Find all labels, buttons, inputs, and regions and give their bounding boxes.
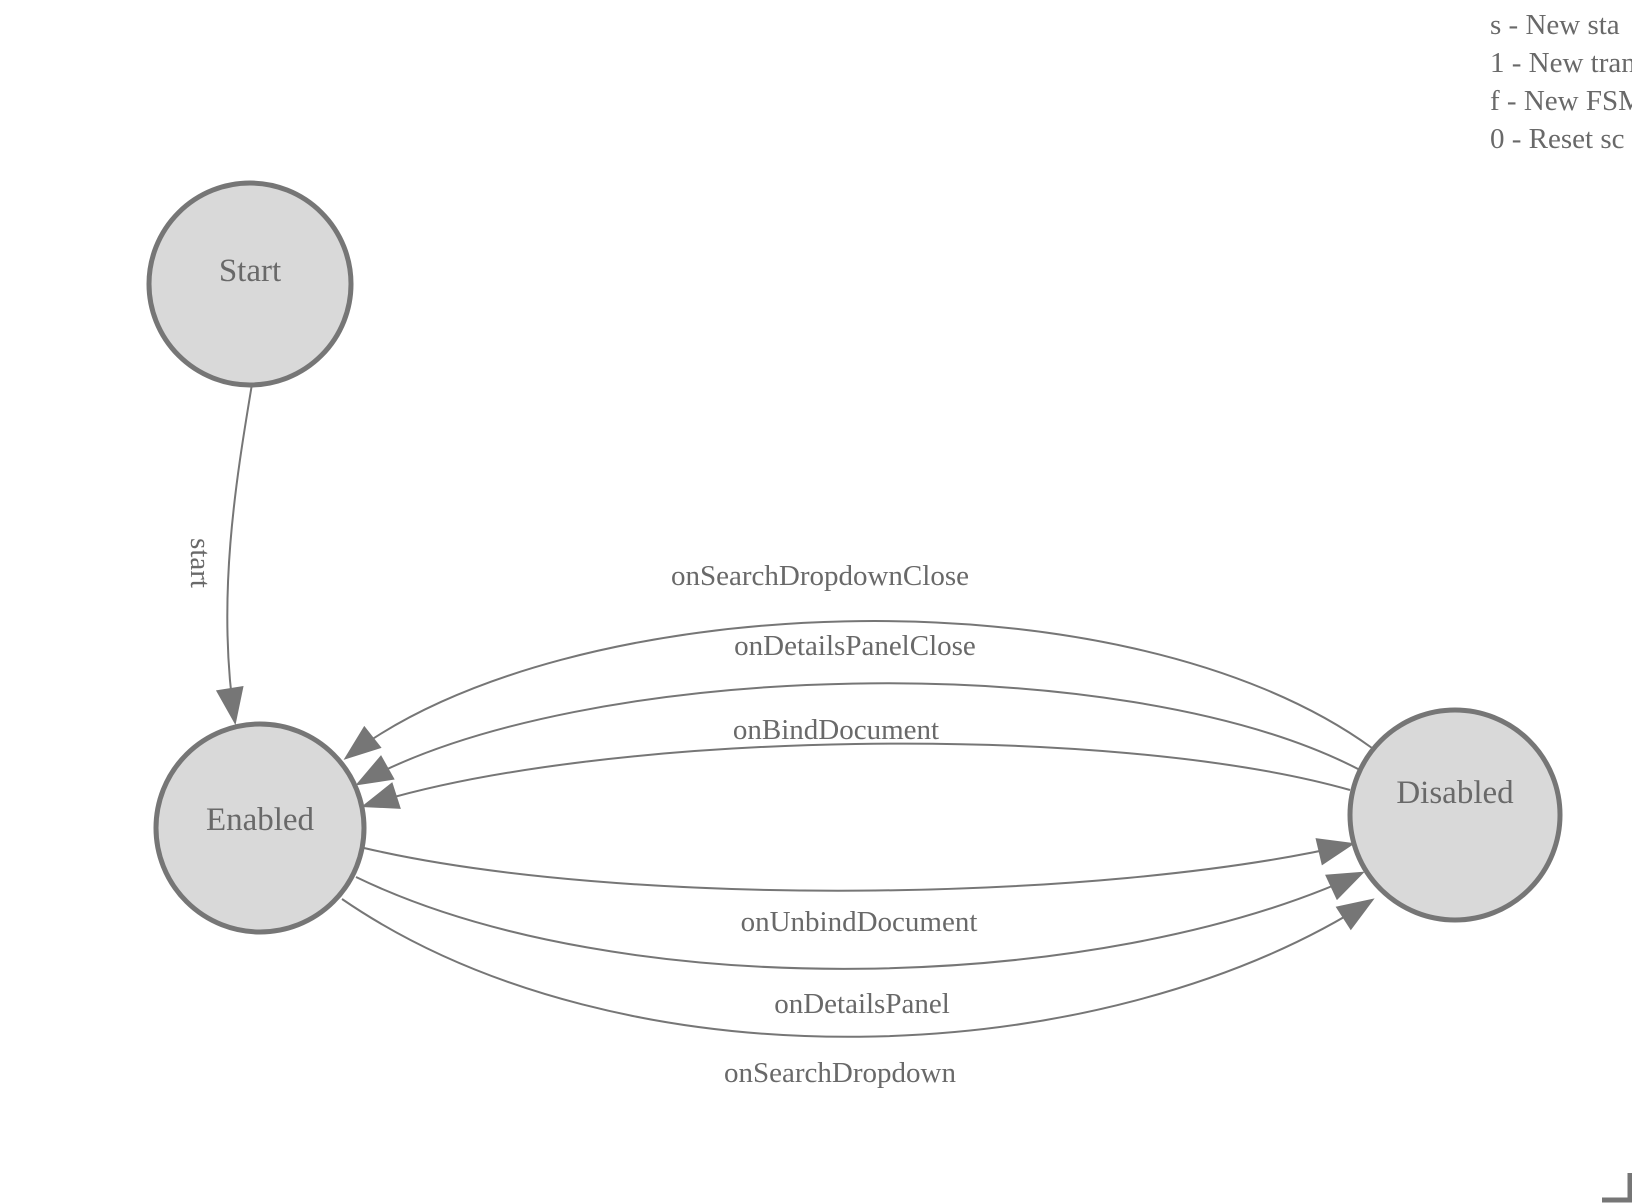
legend-line-0: 0 - Reset sc xyxy=(1490,123,1625,155)
legend-line-1: 1 - New tran xyxy=(1490,47,1632,79)
edge-on-unbind-document xyxy=(363,838,1356,892)
edge-on-search-dropdown-close xyxy=(343,620,1373,760)
edge-start xyxy=(215,383,253,726)
edge-on-details-panel xyxy=(355,871,1365,970)
transition-label-start: start xyxy=(184,538,216,588)
transition-label-on-details-panel: onDetailsPanel xyxy=(774,988,950,1020)
legend-line-f: f - New FSM xyxy=(1490,85,1632,117)
state-node-start[interactable]: Start xyxy=(146,180,354,388)
transition-label-on-search-dropdown: onSearchDropdown xyxy=(724,1057,956,1089)
state-node-disabled[interactable]: Disabled xyxy=(1347,707,1563,923)
state-label-enabled: Enabled xyxy=(206,802,315,838)
state-circle-disabled[interactable] xyxy=(1347,707,1563,923)
canvas-corner-marker xyxy=(1602,1173,1632,1203)
state-label-start: Start xyxy=(219,253,281,289)
state-node-enabled[interactable]: Enabled xyxy=(153,721,367,935)
transition-label-on-unbind-document: onUnbindDocument xyxy=(741,906,978,938)
legend-line-s: s - New sta xyxy=(1490,9,1620,41)
edge-on-search-dropdown xyxy=(341,898,1375,1038)
edge-on-bind-document xyxy=(361,742,1351,809)
transition-label-on-details-panel-close: onDetailsPanelClose xyxy=(734,630,976,662)
edge-on-details-panel-close xyxy=(355,682,1361,786)
transition-label-on-bind-document: onBindDocument xyxy=(733,714,939,746)
keyboard-shortcuts-legend: s - New sta 1 - New tran f - New FSM 0 -… xyxy=(1490,6,1632,158)
state-circle-start[interactable] xyxy=(146,180,354,388)
state-circle-enabled[interactable] xyxy=(153,721,367,935)
state-label-disabled: Disabled xyxy=(1396,775,1514,811)
transition-label-on-search-dropdown-close: onSearchDropdownClose xyxy=(671,560,969,592)
